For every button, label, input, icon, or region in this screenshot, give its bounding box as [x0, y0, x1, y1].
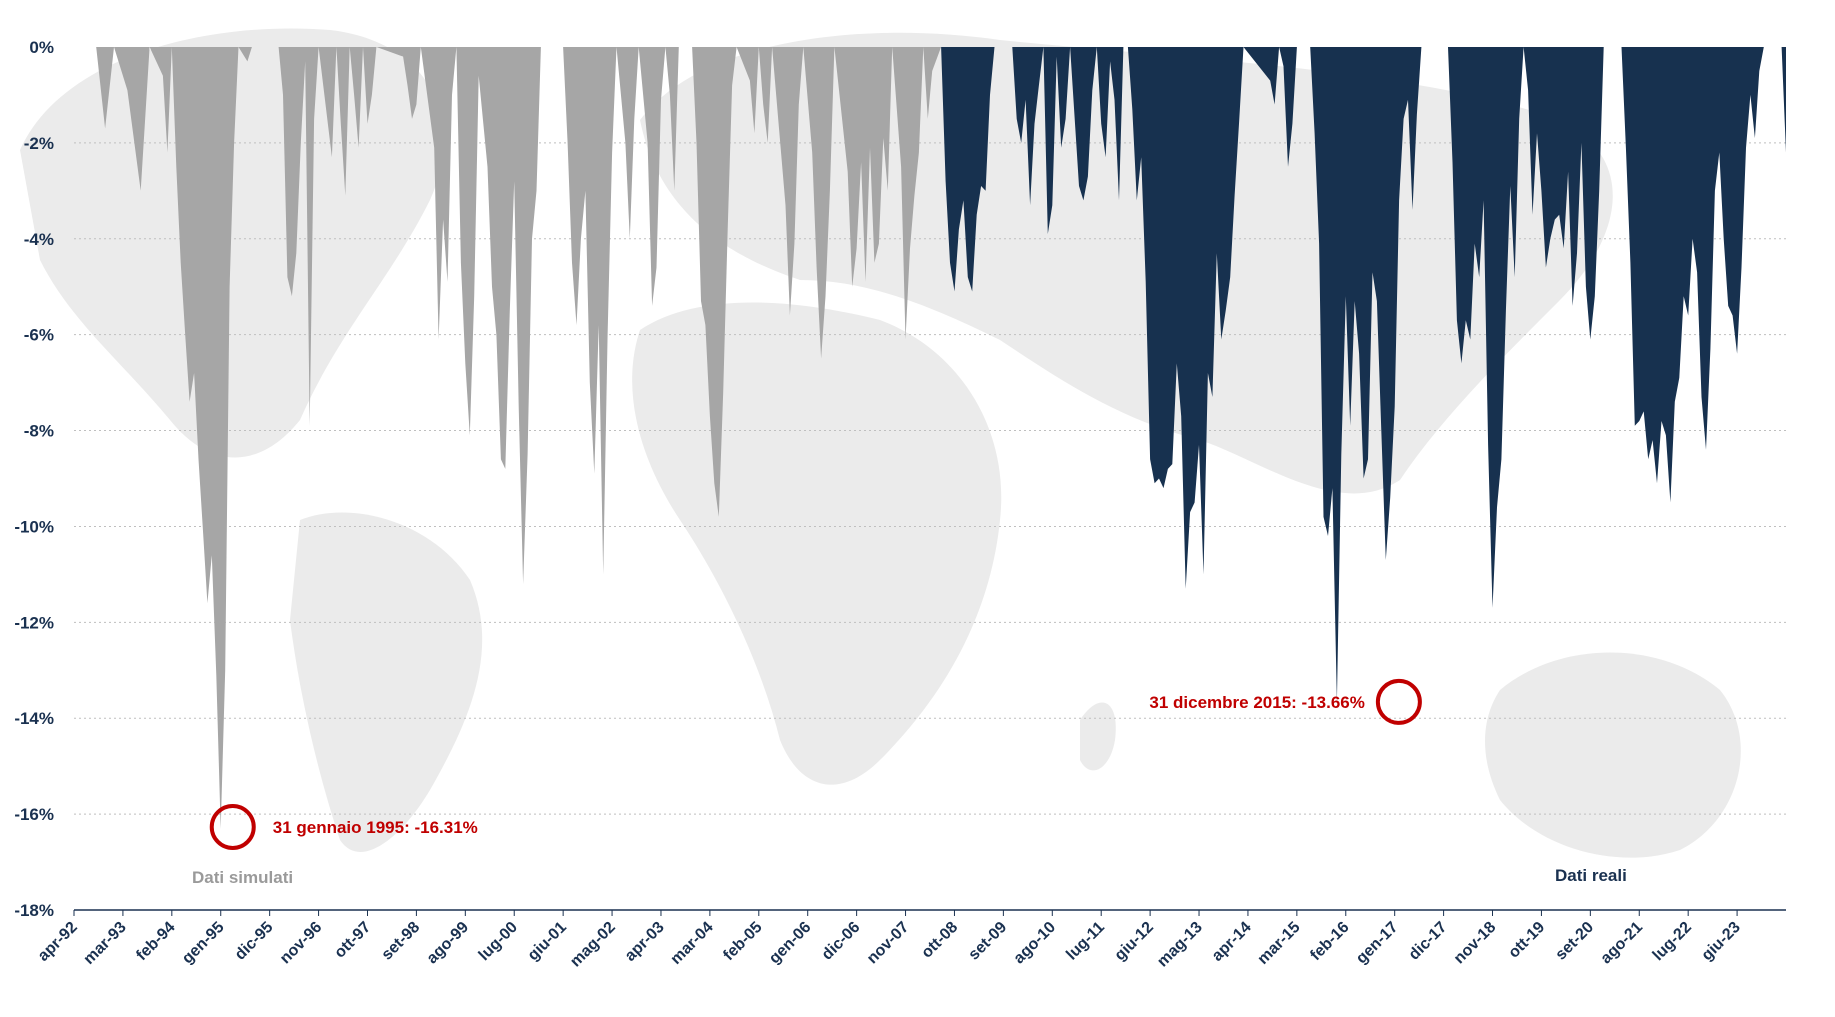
x-tick-label: gen-17	[1353, 919, 1402, 968]
x-tick-label: giu-01	[525, 919, 570, 964]
map-continent-4	[1485, 652, 1741, 858]
annotations: 31 gennaio 1995: -16.31% 31 dicembre 2015…	[209, 678, 1422, 850]
x-tick-label: mar-93	[81, 919, 130, 968]
y-tick-label: -12%	[14, 613, 54, 632]
x-tick-label: mar-15	[1255, 919, 1304, 968]
y-tick-label: -16%	[14, 805, 54, 824]
x-tick-label: nov-96	[277, 919, 326, 968]
map-continent-1	[290, 512, 483, 852]
x-tick-label: apr-92	[35, 919, 81, 965]
region-label-simulated: Dati simulati	[192, 868, 293, 887]
x-tick-label: dic-06	[819, 919, 864, 964]
annotation-marker	[1375, 678, 1422, 725]
annotation-label: 31 dicembre 2015: -13.66%	[1149, 693, 1364, 712]
x-tick-label: ott-97	[331, 919, 374, 962]
x-tick-label: mag-13	[1154, 919, 1206, 971]
x-tick-label: gen-95	[179, 919, 228, 968]
map-continent-2	[632, 302, 1002, 785]
y-tick-label: -6%	[24, 326, 54, 345]
series-areas	[74, 47, 1786, 829]
x-tick-label: lug-22	[1650, 919, 1695, 964]
x-tick-label: ago-99	[424, 919, 473, 968]
x-tick-label: ago-10	[1011, 919, 1060, 968]
x-tick-label: nov-07	[864, 919, 913, 968]
x-tick-label: ott-08	[918, 919, 961, 962]
x-tick-label: feb-94	[133, 919, 178, 964]
series-area-dati-reali	[941, 47, 1786, 702]
x-tick-label: apr-14	[1209, 919, 1255, 965]
annotation-label: 31 gennaio 1995: -16.31%	[273, 818, 478, 837]
x-tick-label: nov-18	[1451, 919, 1500, 968]
y-tick-label: -18%	[14, 901, 54, 920]
x-tick-label: dic-95	[232, 919, 277, 964]
x-tick-label: ago-21	[1598, 919, 1647, 968]
x-tick-label: lug-00	[476, 919, 521, 964]
y-tick-label: -10%	[14, 517, 54, 536]
x-tick-label: ott-19	[1505, 919, 1548, 962]
x-tick-label: lug-11	[1063, 919, 1108, 964]
map-continent-5	[1080, 702, 1116, 771]
y-tick-label: -4%	[24, 230, 54, 249]
y-tick-label: -8%	[24, 422, 54, 441]
x-tick-label: set-20	[1552, 919, 1597, 964]
annotation-marker	[209, 803, 256, 850]
x-tick-label: gen-06	[766, 919, 815, 968]
x-tick-label: dic-17	[1406, 919, 1451, 964]
x-tick-label: apr-03	[622, 919, 668, 965]
y-tick-label: 0%	[29, 38, 54, 57]
y-tick-label: -14%	[14, 709, 54, 728]
x-tick-label: feb-16	[1307, 919, 1352, 964]
region-label-real: Dati reali	[1555, 866, 1627, 885]
x-tick-label: giu-23	[1699, 919, 1744, 964]
x-tick-label: feb-05	[720, 919, 765, 964]
y-tick-label: -2%	[24, 134, 54, 153]
x-tick-label: set-98	[379, 919, 424, 964]
series-area-dati-simulati	[74, 47, 942, 829]
map-continent-0	[20, 28, 444, 458]
x-tick-label: mag-02	[567, 919, 619, 971]
x-tick-label: mar-04	[668, 919, 717, 968]
x-tick-label: giu-12	[1112, 919, 1157, 964]
x-tick-label: set-09	[965, 919, 1010, 964]
